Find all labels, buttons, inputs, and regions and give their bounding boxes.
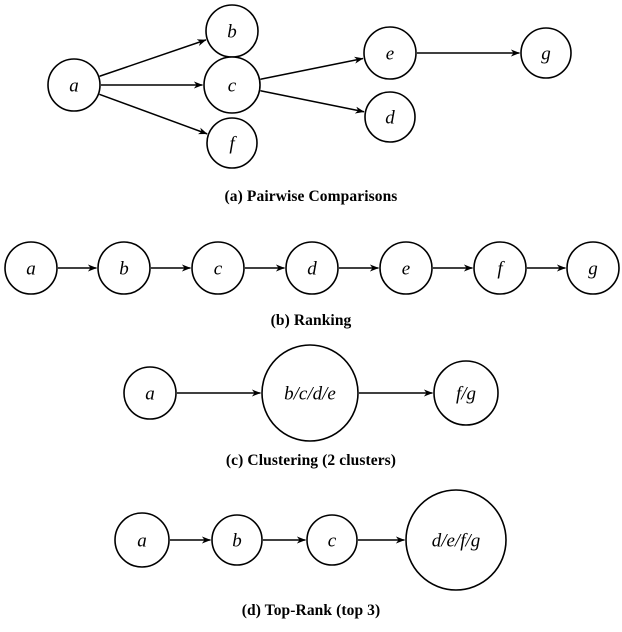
node-label-d-b: b <box>232 531 242 552</box>
node-circle-a-c <box>203 56 261 114</box>
node-label-c-a: a <box>145 384 155 405</box>
node-label-a-b: b <box>227 22 237 43</box>
node-b-a[interactable]: a <box>4 241 58 295</box>
node-label-b-c: c <box>214 259 223 280</box>
node-b-d[interactable]: d <box>285 241 339 295</box>
edge-a-a-to-f <box>99 93 208 135</box>
node-a-d[interactable]: d <box>364 91 416 143</box>
node-label-b-a: a <box>26 259 36 280</box>
node-b-f[interactable]: f <box>473 241 527 295</box>
node-circle-c-a <box>123 366 177 420</box>
node-label-d-defg: d/e/f/g <box>432 531 481 552</box>
node-a-c[interactable]: c <box>203 56 261 114</box>
edge-a-a-to-b <box>99 39 207 77</box>
node-circle-b-c <box>191 241 245 295</box>
node-b-b[interactable]: b <box>97 241 151 295</box>
node-label-a-d: d <box>385 108 395 129</box>
node-circle-b-b <box>97 241 151 295</box>
node-circle-b-e <box>379 241 433 295</box>
edges-group <box>58 39 566 544</box>
node-label-b-d: d <box>307 259 317 280</box>
node-circle-a-f <box>206 117 258 169</box>
edge-a-c-to-e <box>260 56 364 80</box>
node-circle-b-d <box>285 241 339 295</box>
node-a-b[interactable]: b <box>205 4 259 58</box>
node-circle-a-g <box>520 27 572 79</box>
caption-panel-a: (a) Pairwise Comparisons <box>224 188 398 205</box>
node-d-c[interactable]: c <box>306 514 358 566</box>
node-label-b-f: f <box>497 259 505 280</box>
node-circle-d-defg <box>405 489 507 591</box>
node-c-bcde[interactable]: b/c/d/e <box>261 344 359 442</box>
node-label-b-b: b <box>119 259 129 280</box>
node-d-a[interactable]: a <box>114 512 170 568</box>
node-a-f[interactable]: f <box>206 117 258 169</box>
node-b-e[interactable]: e <box>379 241 433 295</box>
node-a-g[interactable]: g <box>520 27 572 79</box>
node-circle-d-a <box>114 512 170 568</box>
node-c-a[interactable]: a <box>123 366 177 420</box>
node-d-b[interactable]: b <box>211 514 263 566</box>
node-d-defg[interactable]: d/e/f/g <box>405 489 507 591</box>
node-circle-c-fg <box>433 360 499 426</box>
node-label-a-a: a <box>69 76 79 97</box>
node-label-c-bcde: b/c/d/e <box>284 384 336 405</box>
node-a-e[interactable]: e <box>363 26 417 80</box>
node-label-a-g: g <box>541 44 551 65</box>
node-c-fg[interactable]: f/g <box>433 360 499 426</box>
node-label-a-f: f <box>229 134 237 155</box>
node-b-g[interactable]: g <box>566 241 620 295</box>
node-circle-d-b <box>211 514 263 566</box>
node-circle-a-d <box>364 91 416 143</box>
caption-panel-d: (d) Top-Rank (top 3) <box>241 602 381 619</box>
node-circle-a-a <box>47 58 101 112</box>
node-label-b-g: g <box>588 259 598 280</box>
node-a-a[interactable]: a <box>47 58 101 112</box>
node-label-b-e: e <box>402 259 410 280</box>
node-circle-c-bcde <box>261 344 359 442</box>
caption-panel-c: (c) Clustering (2 clusters) <box>225 452 397 469</box>
node-label-a-c: c <box>228 76 237 97</box>
node-circle-a-e <box>363 26 417 80</box>
node-circle-b-f <box>473 241 527 295</box>
node-label-c-fg: f/g <box>456 384 476 405</box>
node-label-d-a: a <box>137 531 147 552</box>
node-circle-b-a <box>4 241 58 295</box>
node-circle-d-c <box>306 514 358 566</box>
node-label-d-c: c <box>328 531 337 552</box>
node-circle-b-g <box>566 241 620 295</box>
nodes-group: a b c f e d g a b c d e f g a b/c/d/e f/g a b c d/e/f/g <box>4 4 620 591</box>
caption-panel-b: (b) Ranking <box>270 312 352 329</box>
node-label-a-e: e <box>386 44 394 65</box>
edge-a-c-to-d <box>260 90 365 114</box>
node-b-c[interactable]: c <box>191 241 245 295</box>
